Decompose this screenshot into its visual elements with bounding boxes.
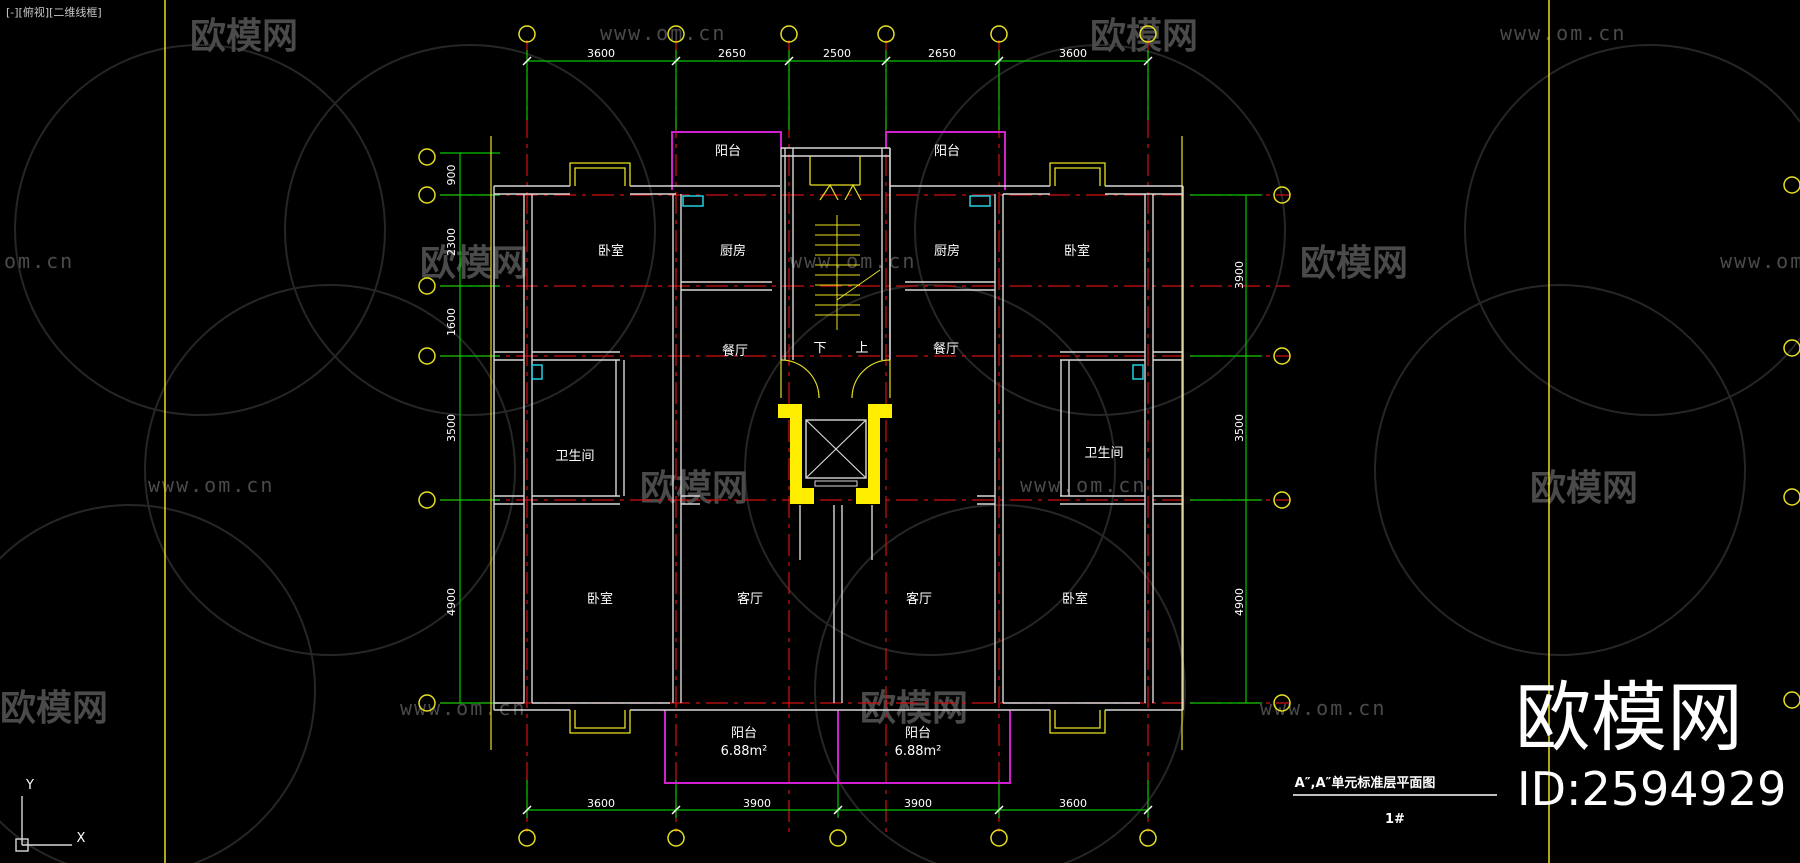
room-label: 卧室 xyxy=(598,243,624,259)
watermark-url: www.om.cn xyxy=(1020,473,1146,497)
drawing-subtitle: 1# xyxy=(1385,812,1405,827)
drawing-title: A″,A″单元标准层平面图 xyxy=(1295,775,1436,791)
watermark-brand: 欧模网 xyxy=(640,468,748,509)
frame-yellow-lines xyxy=(490,136,1183,750)
balconies xyxy=(664,131,1011,784)
room-label: 卧室 xyxy=(1064,243,1090,259)
drawing-frame-lines xyxy=(164,0,1550,863)
room-label: 餐厅 xyxy=(722,343,748,359)
watermark-brand: 欧模网 xyxy=(860,688,968,729)
room-label: 客厅 xyxy=(906,591,932,607)
room-label: 卧室 xyxy=(587,591,613,607)
bottom-dimensions: 3600 3900 3900 3600 xyxy=(587,797,1087,810)
watermark-url: om.cn xyxy=(4,249,74,273)
watermark-id: ID:2594929 xyxy=(1517,762,1786,816)
dimension-text: 4900 xyxy=(1233,588,1246,616)
watermark-brand: 欧模网 xyxy=(1300,243,1408,284)
right-dimensions: 3900 3500 4900 xyxy=(1233,261,1246,616)
room-label: 阳台 xyxy=(905,726,931,741)
watermark-brand-large: 欧模网 xyxy=(1515,673,1743,762)
watermark-brand: 欧模网 xyxy=(0,688,108,729)
watermark-url: www.om.cn xyxy=(1720,249,1800,273)
watermark-brand: 欧模网 xyxy=(420,243,528,284)
dimension-ticks xyxy=(522,56,1153,815)
watermark-brand: 欧模网 xyxy=(190,16,298,57)
dimension-text: 3900 xyxy=(1233,261,1246,289)
room-label: 阳台 xyxy=(731,726,757,741)
drawing-title-block: A″,A″单元标准层平面图 1# xyxy=(1293,775,1497,827)
watermark-url: www.om.cn xyxy=(1260,696,1386,720)
area-label: 6.88m² xyxy=(895,744,942,759)
dimension-text: 3600 xyxy=(1059,47,1087,60)
stair-treads xyxy=(815,215,881,330)
ucs-x-label: X xyxy=(77,831,86,846)
elevator-shaft xyxy=(778,404,892,504)
dimension-text: 3600 xyxy=(587,797,615,810)
room-label: 卫生间 xyxy=(555,449,594,464)
watermark-url: www.om.cn xyxy=(148,473,274,497)
dimension-text: 2500 xyxy=(823,47,851,60)
ucs-icon xyxy=(15,796,72,852)
room-labels: 阳台 阳台 卧室 厨房 厨房 卧室 餐厅 餐厅 下 上 卫生间 卫生间 卧室 客… xyxy=(555,144,1123,759)
dimension-text: 3500 xyxy=(1233,414,1246,442)
top-dimensions: 3600 2650 2500 2650 3600 xyxy=(587,47,1087,60)
kitchen-fixtures xyxy=(531,195,1144,380)
stair-direction-label: 下 xyxy=(813,341,826,356)
dimension-text: 2650 xyxy=(718,47,746,60)
viewport-label[interactable]: [-][俯视][二维线框] xyxy=(6,6,102,19)
dimension-text: 4900 xyxy=(445,588,458,616)
axis-bubbles xyxy=(418,25,1800,847)
dimension-text: 900 xyxy=(445,165,458,186)
doors xyxy=(780,183,891,399)
stair-direction-label: 上 xyxy=(855,341,868,356)
room-label: 客厅 xyxy=(737,591,763,607)
room-label: 卫生间 xyxy=(1084,446,1123,461)
left-dimensions: 900 2300 1600 3500 4900 xyxy=(445,165,458,617)
room-label: 厨房 xyxy=(720,243,746,259)
watermark-url: www.om.cn xyxy=(1500,21,1626,45)
watermark-layer: 欧模网 www.om.cn 欧模网 www.om.cn om.cn 欧模网 ww… xyxy=(0,16,1800,729)
dimension-text: 3600 xyxy=(1059,797,1087,810)
area-label: 6.88m² xyxy=(721,744,768,759)
watermark-brand: 欧模网 xyxy=(1090,16,1198,57)
walls xyxy=(493,147,1184,711)
room-label: 阳台 xyxy=(715,144,741,159)
dimension-text: 3900 xyxy=(904,797,932,810)
dimension-text: 3900 xyxy=(743,797,771,810)
dimension-text: 3500 xyxy=(445,414,458,442)
room-label: 厨房 xyxy=(934,243,960,259)
watermark-url: www.om.cn xyxy=(790,249,916,273)
dimension-text: 2650 xyxy=(928,47,956,60)
watermark-brand: 欧模网 xyxy=(1530,468,1638,509)
dimension-text: 2300 xyxy=(445,228,458,256)
ucs-y-label: Y xyxy=(25,778,34,793)
room-label: 阳台 xyxy=(934,144,960,159)
watermark-url: www.om.cn xyxy=(600,21,726,45)
watermark-circles xyxy=(0,44,1800,863)
windows xyxy=(569,156,1106,734)
room-label: 餐厅 xyxy=(933,341,959,357)
room-label: 卧室 xyxy=(1062,591,1088,607)
dimension-text: 1600 xyxy=(445,308,458,336)
dimension-text: 3600 xyxy=(587,47,615,60)
